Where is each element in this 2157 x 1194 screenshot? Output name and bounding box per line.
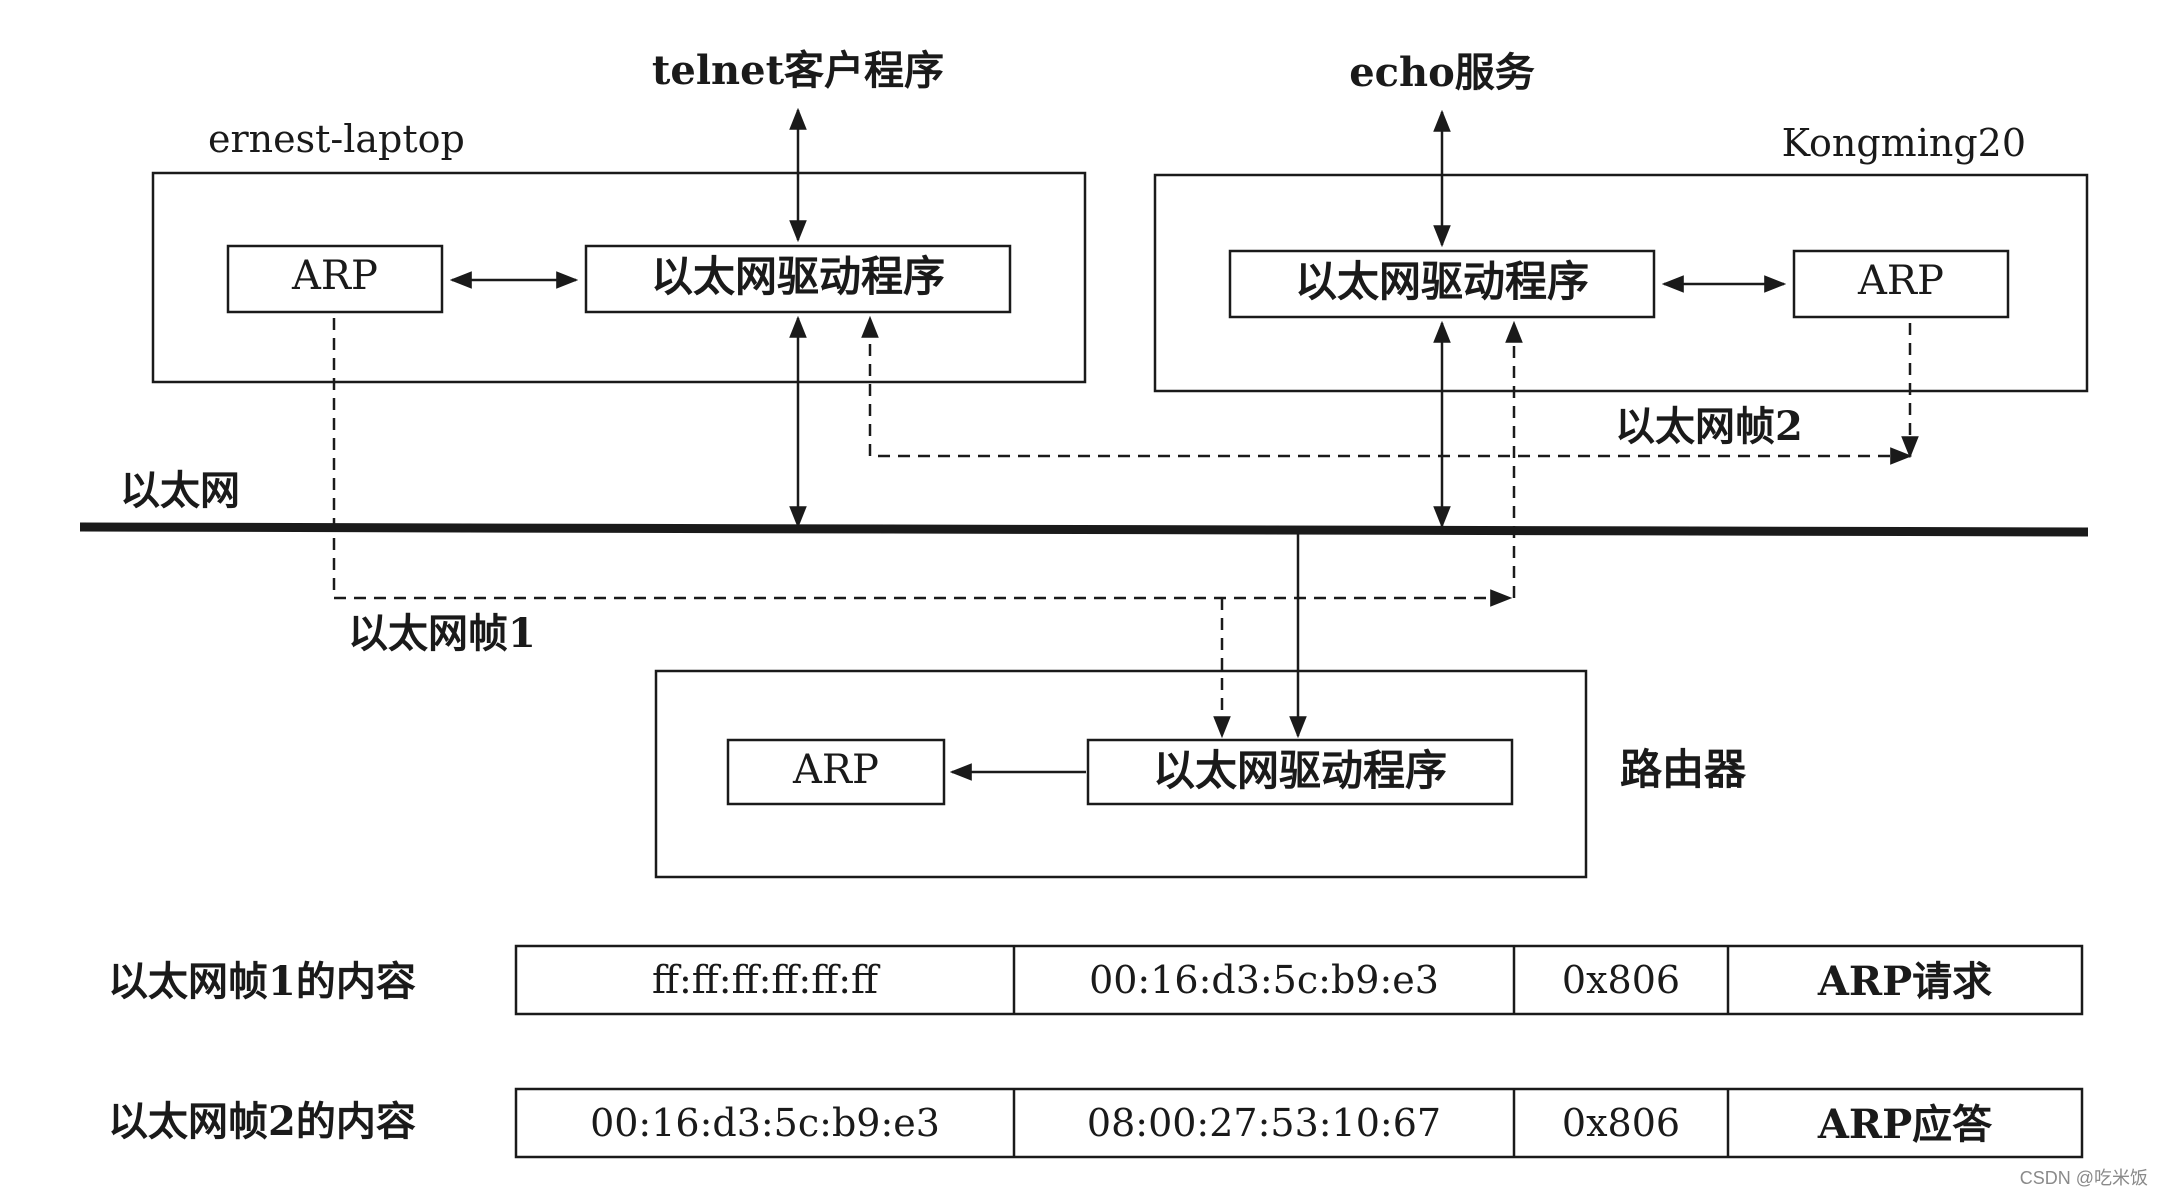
- frame2-table-border: [514, 1087, 2084, 1159]
- right-app-label: echo服务: [1349, 49, 1535, 96]
- frame1-payload: ARP请求: [1817, 958, 1992, 1005]
- router-driver-label: 以太网驱动程序: [1153, 746, 1447, 795]
- frame1-path: [332, 318, 1513, 607]
- left-arp-box: [226, 244, 444, 314]
- frame1-src-mac: 00:16:d3:5c:b9:e3: [1089, 958, 1439, 1002]
- router-arp-box: [726, 738, 946, 806]
- frame2-table: 以太网帧2的内容 00:16:d3:5c:b9:e3 08:00:27:53:1…: [108, 1087, 2084, 1159]
- left-arp-label: ARP: [291, 253, 378, 299]
- right-arp-label: ARP: [1857, 258, 1944, 304]
- frame2-payload: ARP应答: [1817, 1101, 1993, 1148]
- frame1-dest-mac: ff:ff:ff:ff:ff:ff: [652, 958, 881, 1002]
- left-driver-box: [584, 244, 1012, 314]
- router-arp-label: ARP: [792, 747, 879, 793]
- frame1-label: 以太网帧1: [348, 610, 536, 657]
- frame1-table-label: 以太网帧1的内容: [108, 958, 416, 1005]
- frame2-type: 0x806: [1562, 1101, 1680, 1145]
- frame2-label: 以太网帧2: [1615, 403, 1803, 450]
- right-host-name: Kongming20: [1782, 121, 2026, 165]
- router-box: [654, 669, 1588, 879]
- frame2-path: [861, 315, 1913, 465]
- router-driver-box: [1086, 738, 1514, 806]
- frame1-type: 0x806: [1562, 958, 1680, 1002]
- watermark: CSDN @吃米饭: [2020, 1168, 2148, 1188]
- frame1-table-border: [514, 944, 2084, 1016]
- frame2-src-mac: 08:00:27:53:10:67: [1087, 1101, 1441, 1145]
- left-host-name: ernest-laptop: [208, 117, 465, 161]
- right-driver-label: 以太网驱动程序: [1295, 257, 1589, 306]
- frame2-dest-mac: 00:16:d3:5c:b9:e3: [590, 1101, 940, 1145]
- frame1-table: 以太网帧1的内容 ff:ff:ff:ff:ff:ff 00:16:d3:5c:b…: [108, 944, 2084, 1016]
- frame2-table-label: 以太网帧2的内容: [108, 1098, 416, 1145]
- ethernet-label: 以太网: [120, 467, 240, 514]
- left-host-box: [151, 171, 1087, 384]
- left-app-label: telnet客户程序: [652, 47, 944, 94]
- router-label: 路由器: [1620, 745, 1747, 794]
- left-driver-label: 以太网驱动程序: [651, 252, 945, 301]
- ethernet-bus: [79, 522, 2089, 537]
